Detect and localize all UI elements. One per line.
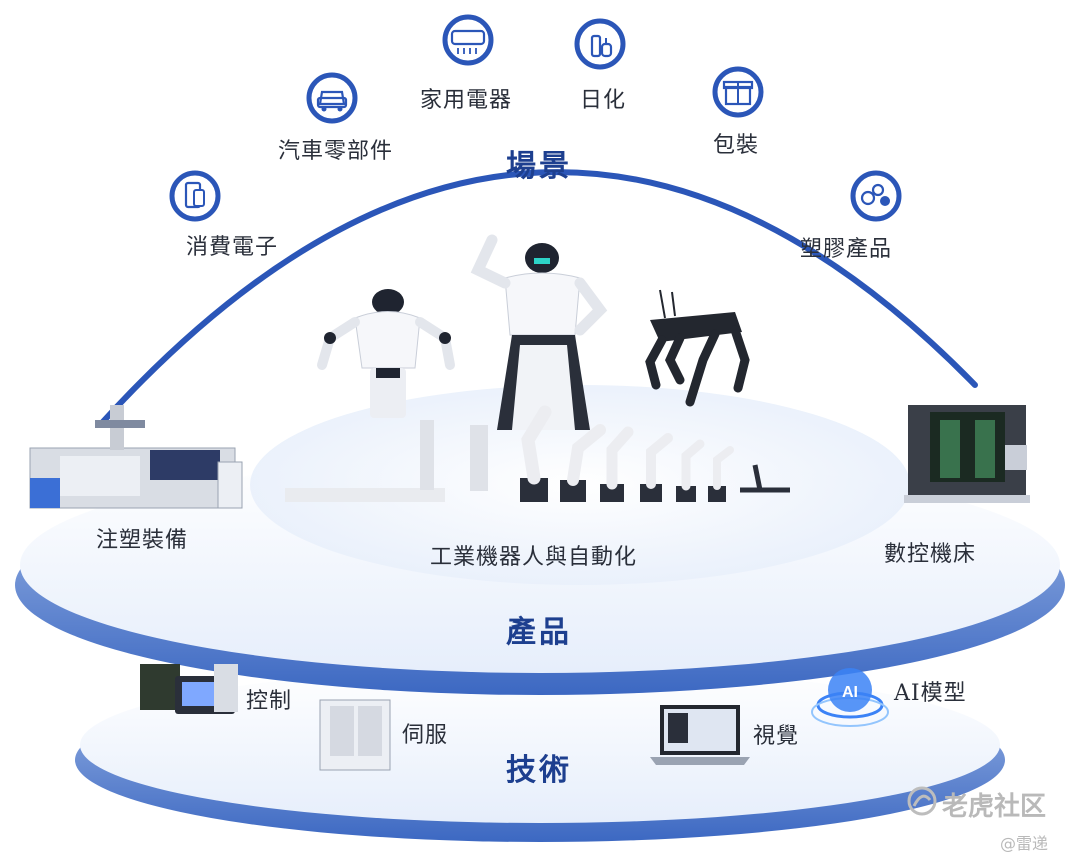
- product-label-injection: 注塑裝備: [96, 528, 189, 553]
- watermark-logo: [907, 786, 937, 816]
- controller-device-illustration: [140, 664, 238, 714]
- quadruped-robot-illustration: [645, 289, 750, 407]
- tech-label-ai: AI模型: [894, 681, 967, 706]
- product-label-cnc: 數控機床: [884, 542, 977, 567]
- ai-logo-text: AI: [842, 684, 858, 701]
- tech-label-control: 控制: [246, 689, 293, 714]
- air-conditioner-icon: [442, 14, 494, 66]
- servo-drive-illustration: [319, 699, 391, 771]
- injection-molding-machine-illustration: [29, 405, 243, 509]
- product-label-robots: 工業機器人與自動化: [430, 545, 638, 570]
- scene-label-packaging: 包裝: [713, 133, 760, 158]
- scene-label-auto-parts: 汽車零部件: [278, 139, 394, 164]
- watermark-brand: 老虎社区: [942, 792, 1047, 822]
- bottle-icon: [574, 18, 626, 70]
- scene-label-consumer-electronics: 消費電子: [186, 235, 279, 260]
- product-tier-title: 產品: [506, 615, 572, 650]
- scene-label-daily-chemicals: 日化: [580, 88, 627, 113]
- scene-tier-title: 場景: [506, 149, 572, 184]
- robot-arms-row-illustration: [285, 405, 790, 502]
- gears-icon: [850, 170, 902, 222]
- tech-disc: [75, 667, 1005, 842]
- scene-label-plastic-products: 塑膠產品: [800, 237, 893, 262]
- gift-box-icon: [712, 66, 764, 118]
- scene-arc: [97, 169, 978, 428]
- watermark-handle: @雷递: [1000, 834, 1049, 853]
- tech-tier-title: 技術: [506, 753, 572, 788]
- ai-model-illustration: AI: [811, 668, 889, 727]
- vision-laptop-illustration: [650, 705, 750, 765]
- tech-label-vision: 視覺: [753, 724, 800, 749]
- product-disc: [15, 385, 1065, 695]
- cnc-machine-illustration: [904, 405, 1030, 503]
- dual-arm-robot-illustration: [317, 289, 455, 418]
- smartphone-icon: [169, 170, 221, 222]
- tech-label-servo: 伺服: [402, 723, 449, 748]
- car-icon: [306, 72, 358, 124]
- scene-label-home-appliances: 家用電器: [420, 88, 513, 113]
- humanoid-robot-illustration: [470, 234, 608, 430]
